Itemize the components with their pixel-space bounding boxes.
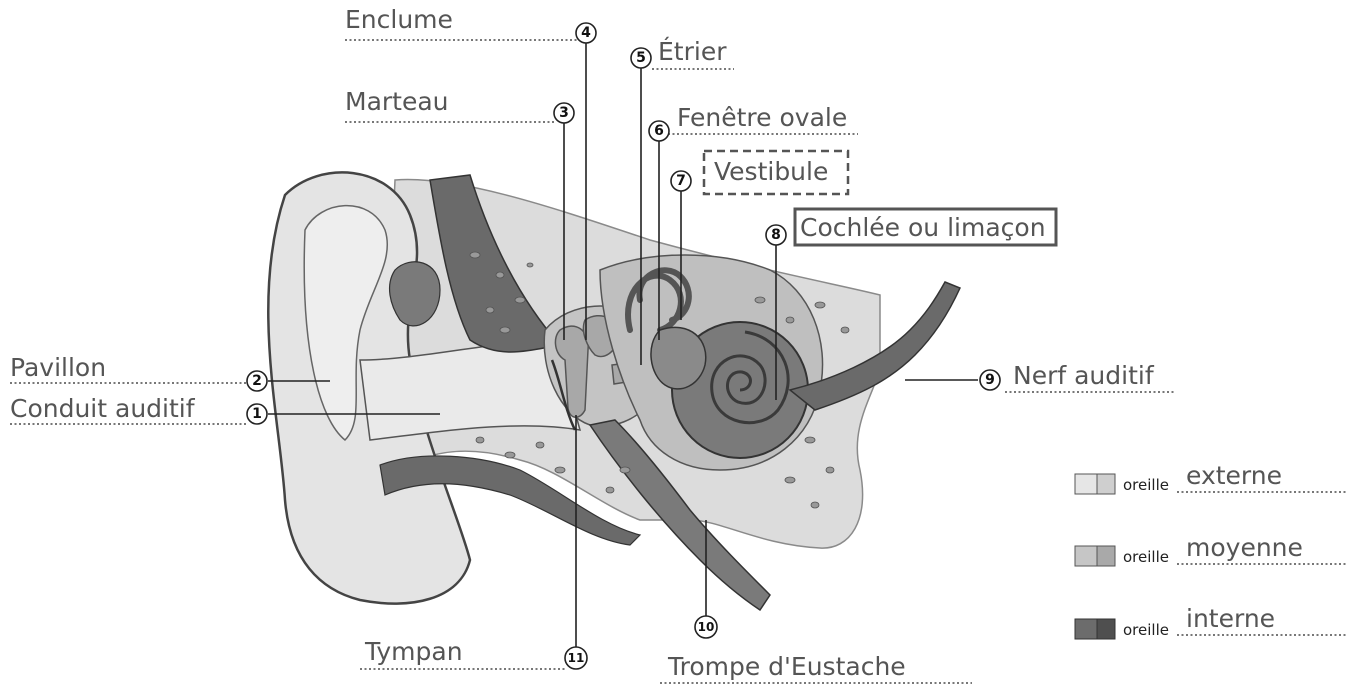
callout-8-text: 8 — [771, 227, 781, 243]
legend-swatch-moyenne-right — [1097, 546, 1115, 566]
label-text-pavillon: Pavillon — [10, 353, 106, 382]
label-text-vestibule: Vestibule — [714, 157, 828, 186]
callout-3-text: 3 — [559, 105, 569, 121]
label-cochlee: Cochlée ou limaçon — [795, 209, 1056, 245]
legend-word-externe: externe — [1186, 461, 1282, 490]
label-text-conduit-auditif: Conduit auditif — [10, 394, 196, 423]
legend-item-interne: oreille interne — [1075, 604, 1347, 639]
legend-prefix-interne: oreille — [1123, 621, 1169, 639]
callout-11: 11 — [565, 647, 587, 669]
callout-10-text: 10 — [698, 620, 715, 634]
legend-prefix-externe: oreille — [1123, 476, 1169, 494]
label-text-etrier: Étrier — [658, 37, 727, 66]
legend-swatch-interne-right — [1097, 619, 1115, 639]
callout-8: 8 — [766, 225, 786, 245]
label-text-trompe: Trompe d'Eustache — [667, 652, 906, 681]
callout-2-text: 2 — [252, 373, 262, 389]
label-fenetre-ovale: Fenêtre ovale — [668, 103, 858, 134]
label-text-cochlee: Cochlée ou limaçon — [800, 213, 1046, 242]
label-nerf-auditif: Nerf auditif — [1005, 361, 1175, 392]
legend-swatch-moyenne-left — [1075, 546, 1097, 566]
label-tympan: Tympan — [360, 637, 565, 669]
callout-4-text: 4 — [581, 25, 591, 41]
callout-1-text: 1 — [252, 406, 262, 422]
callout-2: 2 — [247, 371, 267, 391]
callout-5-text: 5 — [636, 50, 646, 66]
label-enclume: Enclume — [345, 5, 578, 40]
callout-3: 3 — [554, 103, 574, 123]
legend-swatch-externe-right — [1097, 474, 1115, 494]
callout-6: 6 — [649, 121, 669, 141]
legend-swatch-interne-left — [1075, 619, 1097, 639]
legend-swatch-externe-left — [1075, 474, 1097, 494]
label-text-nerf-auditif: Nerf auditif — [1013, 361, 1155, 390]
legend-word-moyenne: moyenne — [1186, 533, 1303, 562]
label-text-tympan: Tympan — [364, 637, 463, 666]
callout-5: 5 — [631, 48, 651, 68]
callout-10: 10 — [695, 616, 717, 638]
callout-7: 7 — [671, 171, 691, 191]
label-vestibule: Vestibule — [704, 151, 848, 194]
legend-word-interne: interne — [1186, 604, 1275, 633]
label-text-marteau: Marteau — [345, 87, 449, 116]
callout-1: 1 — [247, 404, 267, 424]
label-conduit-auditif: Conduit auditif — [10, 394, 246, 424]
callout-9: 9 — [980, 370, 1000, 390]
label-etrier: Étrier — [652, 37, 734, 69]
label-marteau: Marteau — [345, 87, 556, 122]
callout-7-text: 7 — [676, 173, 686, 189]
legend-item-moyenne: oreille moyenne — [1075, 533, 1347, 566]
legend-prefix-moyenne: oreille — [1123, 548, 1169, 566]
callout-6-text: 6 — [654, 123, 664, 139]
legend-item-externe: oreille externe — [1075, 461, 1347, 494]
label-text-enclume: Enclume — [345, 5, 453, 34]
label-trompe: Trompe d'Eustache — [660, 652, 972, 683]
callout-9-text: 9 — [985, 372, 995, 388]
label-text-fenetre-ovale: Fenêtre ovale — [677, 103, 847, 132]
callout-11-text: 11 — [568, 651, 585, 665]
legend: oreille externe oreille moyenne oreille … — [1075, 461, 1347, 639]
label-pavillon: Pavillon — [10, 353, 246, 383]
callout-4: 4 — [576, 23, 596, 43]
